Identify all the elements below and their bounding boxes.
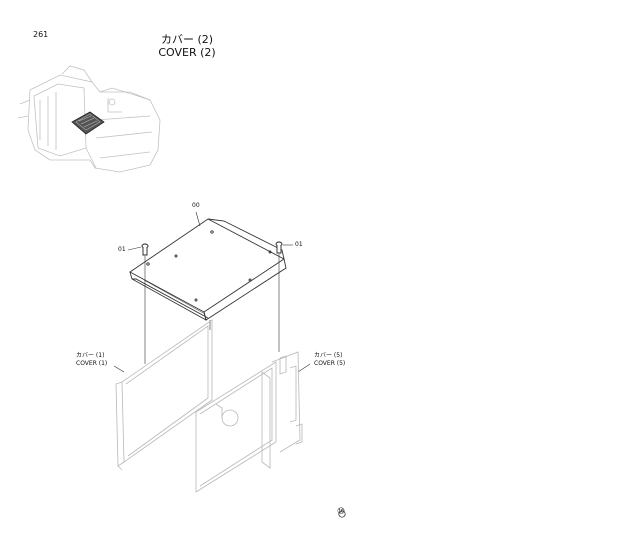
callout-00: 00 xyxy=(192,202,200,209)
top-cover-plate xyxy=(129,218,287,321)
bolt-right xyxy=(275,241,283,254)
bolt-left xyxy=(141,243,149,256)
ref-cover-1-en: COVER (1) xyxy=(76,360,108,367)
callout-01-left: 01 xyxy=(118,246,126,253)
page-number: 261 xyxy=(33,30,49,39)
callout-01-right: 01 xyxy=(295,241,303,248)
machine-location-thumbnail xyxy=(17,65,161,173)
ref-cover-5-en: COVER (5) xyxy=(314,360,346,367)
footer-mark: ⑩ xyxy=(337,507,346,517)
ghost-cover-1 xyxy=(115,319,213,471)
title-english: COVER (2) xyxy=(158,46,216,59)
footer-mark-ring xyxy=(338,510,346,518)
ghost-cover-5 xyxy=(195,351,303,493)
ref-cover-5-ja: カバー (5) xyxy=(314,352,343,359)
title-japanese: カバー (2) xyxy=(160,33,214,46)
ref-cover-1-ja: カバー (1) xyxy=(76,352,105,359)
